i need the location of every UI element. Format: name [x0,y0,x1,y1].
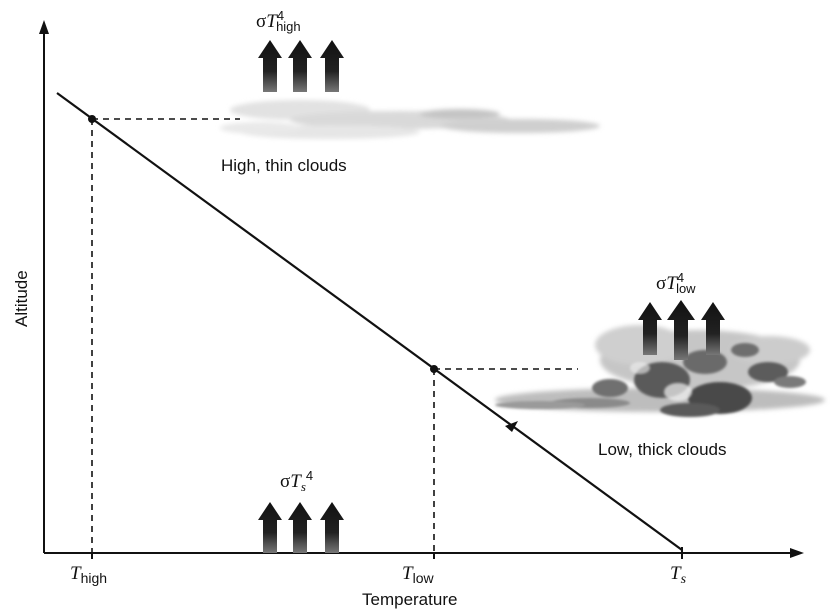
x-axis-arrowhead [790,548,804,558]
up-arrow-icon [258,502,282,553]
flux-label-low: σT4low [656,270,696,296]
up-arrow-icon [667,300,695,360]
up-arrow-icon [638,302,662,355]
flux-label-high: σT4high [256,8,301,34]
low-cloud-point [430,365,438,373]
low-cloud-label: Low, thick clouds [598,440,727,459]
temperature-profile-line [56,92,683,551]
x-axis-title: Temperature [362,590,458,609]
high-flux-arrows [258,40,344,92]
x-ticks [91,547,683,559]
up-arrow-icon [288,502,312,553]
high-cloud-point [88,115,96,123]
reference-lines [91,118,578,553]
low-thick-clouds [495,325,825,417]
low-flux-arrows [638,300,725,360]
high-thin-clouds [220,100,600,139]
up-arrow-icon [320,40,344,92]
up-arrow-icon [320,502,344,553]
up-arrow-icon [701,302,725,355]
flux-label-surface: σTs4 [280,468,314,494]
axes [39,20,804,558]
surface-flux-arrows [258,502,344,553]
tick-label-t-s: Ts [670,563,687,587]
up-arrow-icon [258,40,282,92]
y-axis-title: Altitude [12,270,31,327]
profile-direction-arrowhead [505,421,518,432]
tick-label-t-low: Tlow [402,563,434,586]
high-cloud-label: High, thin clouds [221,156,347,175]
tick-label-t-high: Thigh [70,563,108,586]
y-axis-arrowhead [39,20,49,34]
up-arrow-icon [288,40,312,92]
